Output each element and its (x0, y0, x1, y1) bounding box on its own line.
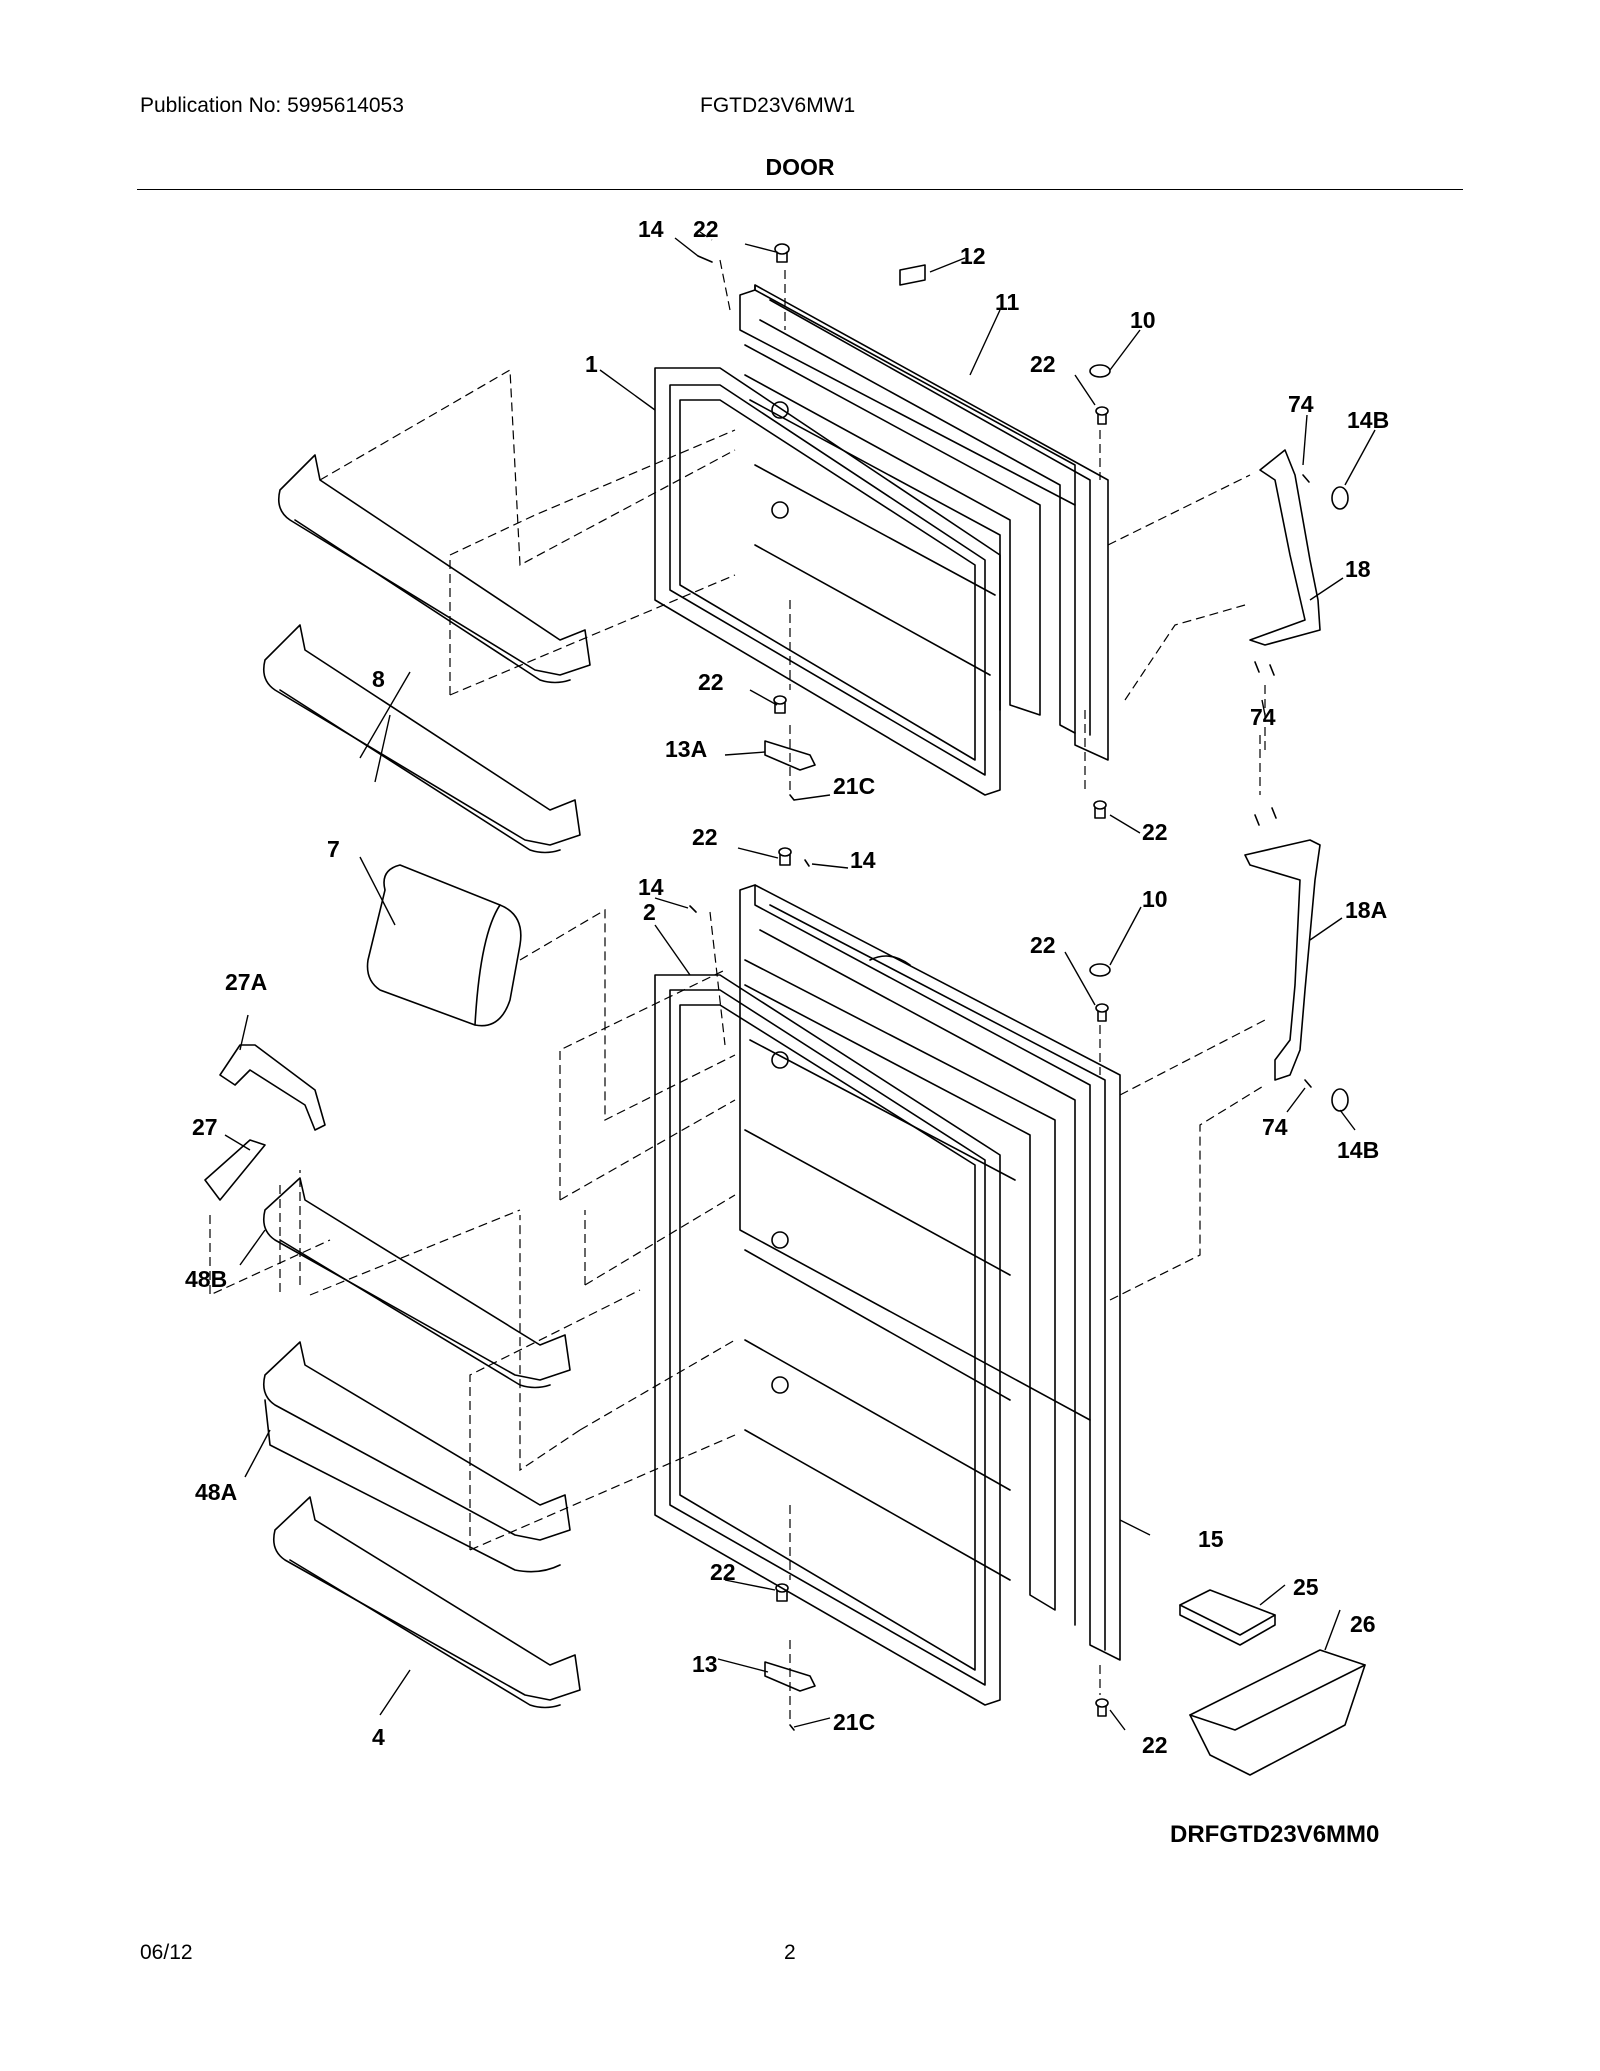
callout-22-fresh-hinge: 22 (1142, 1732, 1168, 1758)
dairy-door-drawing (204, 1139, 266, 1201)
callout-26: 26 (1350, 1611, 1376, 1637)
publication-date: 06/12 (140, 1941, 193, 1964)
callout-22-freezer-top: 22 (1030, 351, 1056, 377)
freezer-shelf-lower-drawing (262, 624, 581, 854)
door-shelf-4-drawing (272, 1496, 581, 1709)
callout-15: 15 (1198, 1526, 1224, 1552)
callout-13: 13 (692, 1651, 718, 1677)
callout-74-top: 74 (1288, 391, 1314, 417)
callout-22-fresh-bottom: 22 (710, 1559, 736, 1585)
model-number: FGTD23V6MW1 (700, 94, 856, 117)
callout-13a: 13A (665, 736, 707, 762)
callout-21c-top: 21C (833, 773, 875, 799)
freezer-gasket-drawing (654, 367, 1001, 796)
callout-10-fresh: 10 (1142, 886, 1168, 912)
callout-22-freezer-bottom: 22 (698, 669, 724, 695)
hardware-parts (689, 243, 1349, 1731)
callout-22-fresh-mid: 22 (1030, 932, 1056, 958)
callout-74-bottom: 74 (1262, 1114, 1288, 1140)
freezer-shelf-upper-drawing (277, 454, 591, 684)
callout-22-fresh-top: 22 (692, 824, 718, 850)
door-shelf-48b-drawing (262, 1177, 571, 1389)
dairy-door-handle-drawing (219, 1044, 326, 1131)
fresh-food-door-drawing (739, 884, 1121, 1661)
callout-10-top: 10 (1130, 307, 1156, 333)
page-number: 2 (784, 1941, 796, 1964)
upper-hinge-drawing (1249, 449, 1321, 646)
callout-2: 2 (643, 899, 656, 925)
callout-27a: 27A (225, 969, 267, 995)
diagram-code: DRFGTD23V6MM0 (1170, 1821, 1379, 1848)
callout-1: 1 (585, 351, 598, 377)
butter-bin-drawing (366, 864, 522, 1027)
callout-12: 12 (960, 243, 986, 269)
callout-14b-top: 14B (1347, 407, 1389, 433)
section-title: DOOR (765, 154, 835, 180)
egg-bin-drawing (1179, 1589, 1276, 1646)
callout-22-freezer-hinge: 22 (1142, 819, 1168, 845)
callout-21c-bottom: 21C (833, 1709, 875, 1735)
center-hinge-drawing (1244, 839, 1321, 1081)
callout-labels: 14 22 12 11 10 22 74 14B 1 18 8 22 74 13… (185, 216, 1389, 1848)
ice-bin-drawing (1189, 1649, 1366, 1776)
callout-18a: 18A (1345, 897, 1387, 923)
callout-18: 18 (1345, 556, 1371, 582)
publication-number: Publication No: 5995614053 (140, 94, 404, 117)
callout-7: 7 (327, 836, 340, 862)
callout-4: 4 (372, 1724, 385, 1750)
leader-lines (224, 237, 1376, 1731)
header-rule (137, 189, 1463, 190)
callout-14-fresh-top: 14 (850, 847, 876, 873)
callout-25: 25 (1293, 1574, 1319, 1600)
callout-48a: 48A (195, 1479, 237, 1505)
callout-14b-bottom: 14B (1337, 1137, 1379, 1163)
callout-22-top: 22 (693, 216, 719, 242)
callout-11: 11 (995, 289, 1020, 315)
door-shelf-48a-drawing (262, 1341, 571, 1573)
callout-74-mid: 74 (1250, 704, 1276, 730)
callout-27: 27 (192, 1114, 218, 1140)
callout-14-fresh: 14 (638, 874, 664, 900)
callout-48b: 48B (185, 1266, 227, 1292)
fresh-food-gasket-drawing (654, 974, 1001, 1706)
callout-14-top: 14 (638, 216, 664, 242)
callout-8: 8 (372, 666, 385, 692)
assembly-lines (209, 231, 1266, 1720)
